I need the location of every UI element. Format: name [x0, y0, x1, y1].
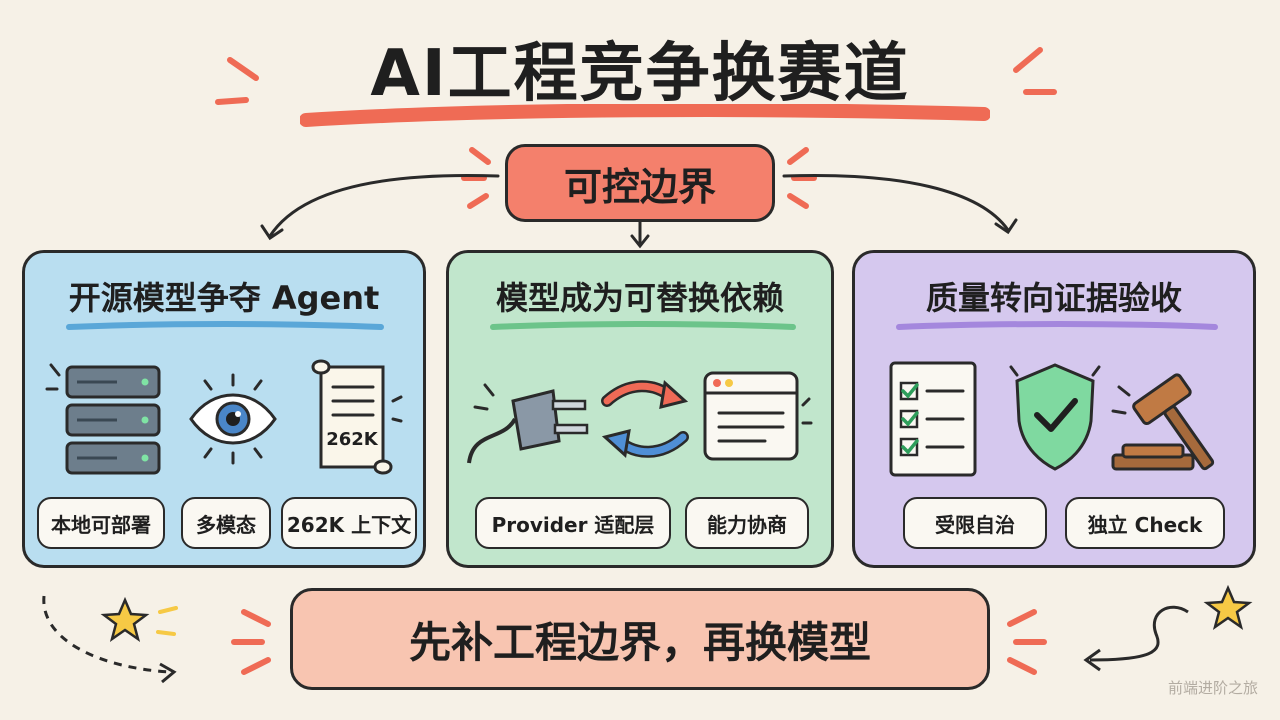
panel-title: 质量转向证据验收 — [925, 279, 1182, 317]
panel-title: 开源模型争夺 Agent — [68, 279, 380, 317]
swap-arrows-icon — [601, 380, 689, 458]
chip-provider-adapter: Provider 适配层 — [475, 497, 671, 549]
chip-independent-check: 独立 Check — [1065, 497, 1225, 549]
eye-icon — [189, 373, 277, 465]
title-underline — [300, 104, 990, 127]
panel-underline — [66, 321, 384, 330]
watermark: 前端进阶之旅 — [1167, 679, 1258, 697]
checklist-icon — [889, 361, 977, 477]
connector-left — [268, 174, 500, 238]
star-left-icon — [42, 595, 178, 684]
chip-capability-negotiation: 能力协商 — [685, 497, 809, 549]
chip-limited-autonomy: 受限自治 — [903, 497, 1047, 549]
server-stack-icon — [45, 363, 161, 475]
star-right-icon — [1083, 584, 1253, 672]
plug-icon — [467, 383, 589, 464]
connector-right — [782, 174, 1010, 232]
shield-check-icon — [1009, 363, 1101, 471]
chip-local-deploy: 本地可部署 — [37, 497, 165, 549]
panel-underline — [896, 321, 1218, 330]
chip-context: 262K 上下文 — [281, 497, 417, 549]
browser-window-icon — [703, 371, 813, 461]
gavel-icon — [1111, 373, 1215, 471]
top-pill: 可控边界 — [505, 144, 775, 222]
bottom-banner: 先补工程边界，再换模型 — [290, 588, 990, 690]
scroll-label: 262K — [326, 429, 379, 450]
panel-underline — [490, 321, 796, 330]
panel-open-source: 开源模型争夺 Agent 262K 本地可部署 — [22, 250, 426, 568]
panel-title: 模型成为可替换依赖 — [495, 279, 784, 317]
panel-replaceable: 模型成为可替换依赖 Provider 适配层 能力协商 — [446, 250, 834, 568]
page-title: AI工程竞争换赛道 — [370, 37, 910, 111]
scroll-icon: 262K — [311, 359, 403, 475]
chip-multimodal: 多模态 — [181, 497, 271, 549]
panel-evidence: 质量转向证据验收 受限自治 独立 Check — [852, 250, 1256, 568]
